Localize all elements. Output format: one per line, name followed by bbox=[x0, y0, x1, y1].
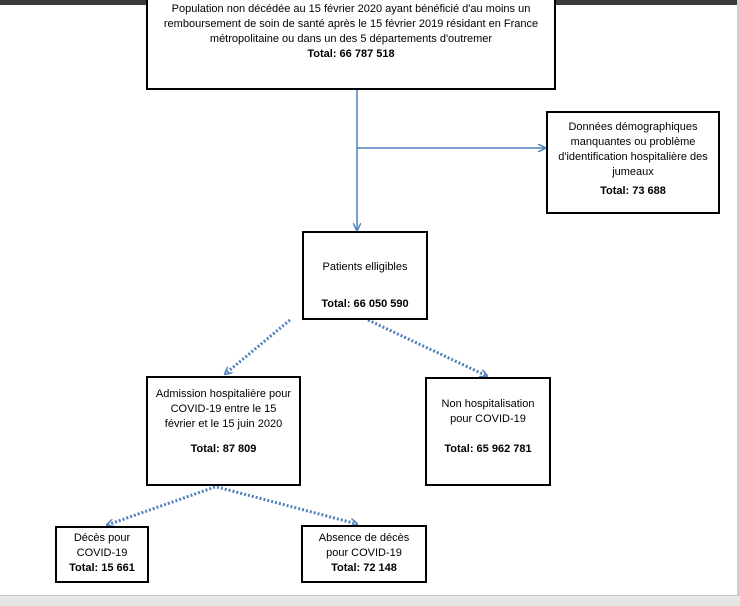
arrow-admission-to-deaths bbox=[107, 485, 216, 525]
deaths-total: Total: 15 661 bbox=[69, 562, 135, 574]
non-hosp-box: Non hospitalisation pour COVID-19 Total:… bbox=[425, 377, 551, 486]
eligible-total: Total: 66 050 590 bbox=[321, 298, 409, 310]
deaths-box: Décès pour COVID-19 Total: 15 661 bbox=[55, 526, 149, 583]
non-hosp-text: Non hospitalisation pour COVID-19 bbox=[441, 398, 535, 425]
no-deaths-total: Total: 72 148 bbox=[331, 562, 397, 574]
eligible-text: Patients elligibles bbox=[322, 261, 408, 273]
missing-data-box: Données démographiques manquantes ou pro… bbox=[546, 111, 720, 214]
population-box: Population non décédée au 15 février 202… bbox=[146, 0, 556, 90]
no-deaths-text: Absence de décès pour COVID-19 bbox=[318, 532, 410, 559]
missing-data-text: Données démographiques manquantes ou pro… bbox=[558, 121, 708, 178]
non-hosp-total: Total: 65 962 781 bbox=[444, 443, 532, 455]
window-bottom-scrollbar[interactable] bbox=[0, 595, 740, 606]
arrow-eligible-to-admission bbox=[225, 318, 291, 374]
eligible-box: Patients elligibles Total: 66 050 590 bbox=[302, 231, 428, 320]
missing-data-total: Total: 73 688 bbox=[600, 185, 666, 197]
no-deaths-box: Absence de décès pour COVID-19 Total: 72… bbox=[301, 525, 427, 583]
arrow-admission-to-no-deaths bbox=[216, 485, 357, 524]
arrow-eligible-to-non-hosp bbox=[367, 318, 487, 376]
population-text: Population non décédée au 15 février 202… bbox=[163, 3, 539, 45]
admission-text: Admission hospitalière pour COVID-19 ent… bbox=[155, 388, 292, 430]
population-total: Total: 66 787 518 bbox=[307, 48, 395, 60]
admission-box: Admission hospitalière pour COVID-19 ent… bbox=[146, 376, 301, 486]
admission-total: Total: 87 809 bbox=[190, 443, 257, 455]
window-right-edge bbox=[737, 0, 740, 605]
deaths-text: Décès pour COVID-19 bbox=[73, 532, 131, 559]
